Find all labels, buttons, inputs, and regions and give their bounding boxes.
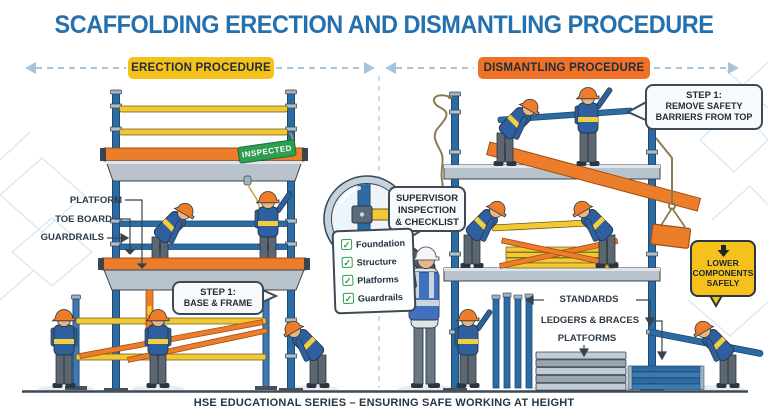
safety-rope — [432, 94, 451, 213]
label-connectors — [107, 199, 668, 361]
harness-hook-icon — [243, 175, 252, 186]
toe-board-mid — [101, 257, 307, 271]
down-arrow-icon — [717, 245, 729, 257]
erection-base-frame — [50, 289, 330, 390]
guardrail-mid — [119, 128, 288, 136]
step-text: REMOVE SAFETY BARRIERS FROM TOP — [655, 101, 753, 122]
ledger-being-passed — [491, 219, 593, 232]
checkbox-checked-icon: ✓ — [340, 238, 353, 251]
checkbox-checked-icon: ✓ — [342, 292, 355, 305]
dismantling-procedure-banner: DISMANTLING PROCEDURE — [478, 57, 650, 79]
step-title: STEP 1: — [200, 287, 236, 298]
removed-toe-board — [486, 141, 702, 212]
supervisor-bubble: SUPERVISOR INSPECTION & CHECKLIST — [388, 186, 466, 232]
step-title: STEP 1: — [686, 90, 722, 101]
checklist-label: Foundation — [355, 237, 406, 250]
checklist-label: Guardrails — [357, 291, 404, 304]
label-platform: PLATFORM — [69, 195, 122, 206]
label-ledgers-braces: LEDGERS & BRACES — [540, 315, 640, 326]
lowering-rope — [650, 137, 692, 249]
white-helmet-icon — [411, 246, 440, 261]
dismantling-step1-bubble: STEP 1: REMOVE SAFETY BARRIERS FROM TOP — [645, 84, 763, 130]
checklist-item: ✓ Foundation — [340, 237, 412, 251]
erection-scaffold — [100, 89, 308, 392]
arrow-left-icon — [385, 62, 396, 74]
checkbox-checked-icon: ✓ — [341, 256, 353, 269]
lowered-component — [650, 223, 692, 249]
checklist-item: ✓ Structure — [341, 255, 412, 269]
label-guardrails: GUARDRAILS — [40, 232, 104, 243]
supervisor-bubble-text: SUPERVISOR INSPECTION & CHECKLIST — [395, 193, 459, 228]
label-standards: STANDARDS — [559, 294, 619, 305]
arrow-left-icon — [25, 62, 36, 74]
guardrail-top — [119, 105, 288, 113]
checklist-label: Platforms — [357, 273, 399, 286]
inspection-checklist-card: ✓ Foundation ✓ Structure ✓ Platforms ✓ G… — [331, 227, 417, 315]
platforms-stack — [535, 351, 627, 391]
checkbox-checked-icon: ✓ — [342, 274, 354, 287]
erection-step1-bubble: STEP 1: BASE & FRAME — [172, 281, 264, 315]
lower-components-text: LOWER COMPONENTS SAFELY — [692, 258, 754, 288]
lower-components-bubble: LOWER COMPONENTS SAFELY — [690, 240, 756, 297]
flow-lines — [25, 62, 739, 388]
standards-stack — [491, 292, 534, 389]
arrow-right-icon — [728, 62, 739, 74]
dismantled-ledger-stack — [499, 237, 619, 269]
footer-caption: HSE EDUCATIONAL SERIES – ENSURING SAFE W… — [193, 397, 575, 409]
page-title: SCAFFOLDING ERECTION AND DISMANTLING PRO… — [54, 11, 714, 39]
label-toe-board: TOE BOARD — [55, 214, 112, 225]
checklist-item: ✓ Guardrails — [342, 291, 414, 305]
ledgers-bundle — [627, 365, 705, 390]
checklist-label: Structure — [356, 255, 397, 268]
arrow-right-icon — [364, 62, 375, 74]
step-text: BASE & FRAME — [183, 298, 253, 308]
erection-procedure-banner: ERECTION PROCEDURE — [128, 57, 274, 79]
checklist-item: ✓ Platforms — [342, 273, 413, 287]
dismantling-carried-parts — [486, 107, 702, 269]
label-platforms: PLATFORMS — [557, 333, 617, 344]
